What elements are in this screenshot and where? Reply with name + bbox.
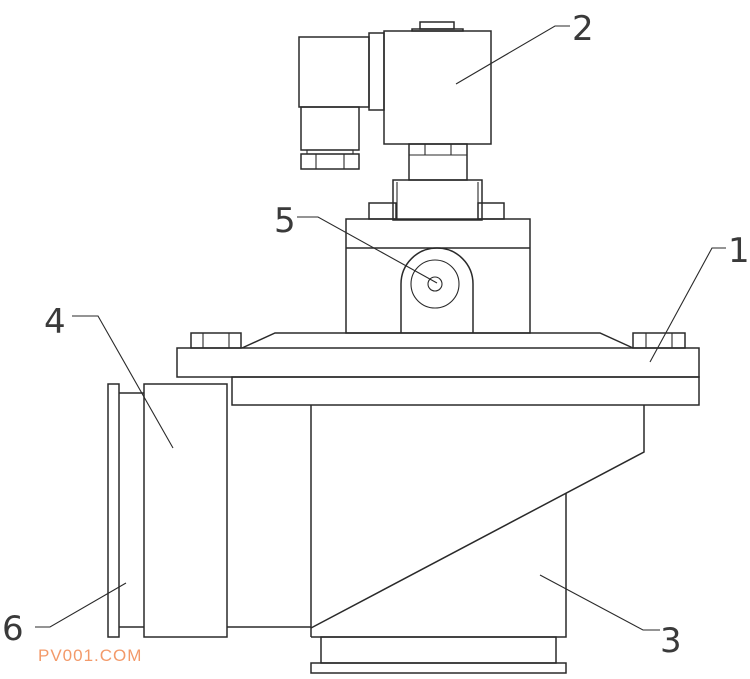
label-6: 6 bbox=[2, 609, 24, 649]
label-1: 1 bbox=[728, 231, 750, 271]
main-flange bbox=[176, 332, 700, 406]
bolt bbox=[368, 202, 397, 220]
armature-stem bbox=[408, 143, 468, 181]
coil-top-cap bbox=[419, 21, 455, 30]
label-5: 5 bbox=[274, 201, 296, 241]
pilot-screw bbox=[427, 276, 443, 292]
plug-body bbox=[300, 106, 360, 151]
pilot-body bbox=[345, 218, 531, 334]
adapter bbox=[392, 179, 483, 221]
valve-body bbox=[310, 405, 645, 674]
side-flange bbox=[107, 383, 120, 638]
watermark: PV001.COM bbox=[38, 646, 142, 665]
cable-nut bbox=[300, 153, 360, 170]
lug bbox=[400, 247, 474, 333]
label-4: 4 bbox=[44, 302, 66, 342]
pilot-screw-ring bbox=[410, 259, 460, 309]
plug-housing bbox=[298, 36, 370, 108]
label-2: 2 bbox=[572, 9, 594, 49]
bolt bbox=[190, 332, 242, 349]
leader-lines bbox=[35, 25, 726, 631]
side-valve bbox=[107, 383, 311, 638]
connector-block bbox=[368, 32, 385, 111]
solenoid-coil bbox=[383, 30, 492, 145]
label-3: 3 bbox=[660, 621, 682, 661]
solenoid-assembly bbox=[298, 21, 505, 221]
